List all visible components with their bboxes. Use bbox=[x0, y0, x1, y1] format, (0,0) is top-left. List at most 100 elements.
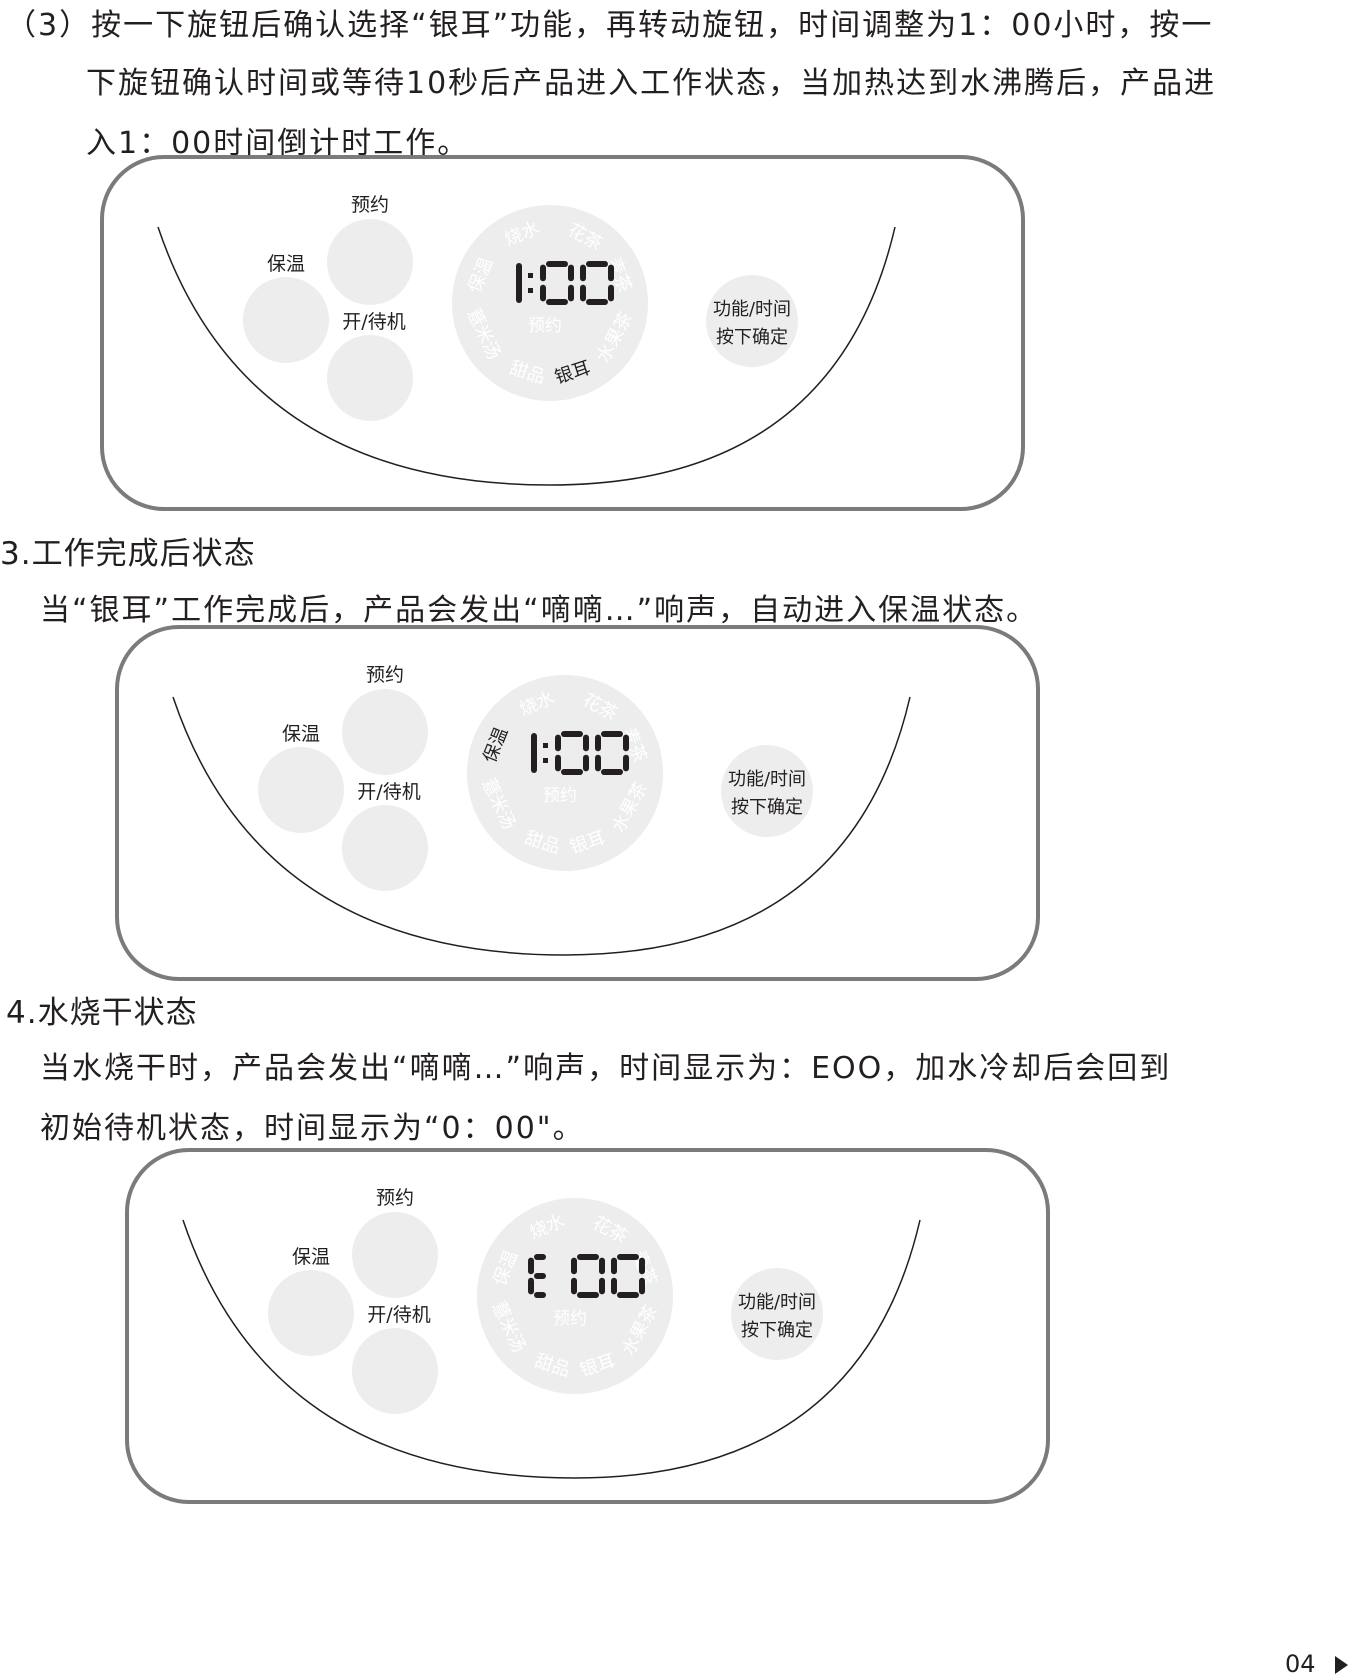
section-4-line-1: 当水烧干时，产品会发出“嘀嘀…”响声，时间显示为：EOO，加水冷却后会回到 bbox=[40, 1051, 1172, 1086]
function-time-knob[interactable] bbox=[731, 1268, 823, 1360]
segment-e bbox=[555, 754, 561, 772]
keep-warm-button-label: 保温 bbox=[282, 723, 320, 745]
segment-b bbox=[608, 264, 614, 282]
keep-warm-button[interactable] bbox=[243, 277, 329, 363]
step3-line-1: （3）按一下旋钮后确认选择“银耳”功能，再转动旋钮，时间调整为1：00小时，按一 bbox=[6, 8, 1214, 43]
segment-c bbox=[568, 284, 574, 302]
power-standby-button-label: 开/待机 bbox=[342, 311, 405, 333]
segment-one bbox=[516, 263, 522, 303]
colon-dot bbox=[543, 743, 548, 748]
center-reserve-indicator: 预约 bbox=[543, 786, 577, 806]
keep-warm-button-label: 保温 bbox=[267, 253, 305, 275]
knob-label-line-1: 功能/时间 bbox=[738, 1292, 816, 1313]
panel-frame bbox=[125, 1148, 1050, 1504]
segment-a bbox=[534, 1254, 546, 1260]
segment-g bbox=[534, 1273, 546, 1279]
segment-b bbox=[639, 1257, 645, 1275]
knob-label-line-1: 功能/时间 bbox=[713, 299, 791, 320]
knob-label-line-1: 功能/时间 bbox=[728, 769, 806, 790]
function-time-knob[interactable] bbox=[706, 275, 798, 367]
digital-display bbox=[531, 731, 629, 775]
section-4-title: 4.水烧干状态 bbox=[6, 995, 198, 1031]
segment-e bbox=[540, 284, 546, 302]
reserve-button[interactable] bbox=[352, 1212, 438, 1298]
colon-dot bbox=[528, 273, 533, 278]
segment-f bbox=[580, 264, 586, 282]
panel-drawing: 预约保温开/待机烧水花茶麦茶水果茶银耳甜品薏米汤保温预约功能/时间按下确定 bbox=[100, 155, 1025, 511]
power-standby-button-label: 开/待机 bbox=[357, 781, 420, 803]
center-reserve-indicator: 预约 bbox=[553, 1309, 587, 1329]
segment-a bbox=[617, 1254, 639, 1260]
reserve-button[interactable] bbox=[342, 689, 428, 775]
segment-f bbox=[611, 1257, 617, 1275]
segment-a bbox=[561, 731, 583, 737]
control-panel-2: 预约保温开/待机烧水花茶麦茶水果茶银耳甜品薏米汤保温预约功能/时间按下确定 bbox=[115, 625, 1040, 1005]
section-4-line-2: 初始待机状态，时间显示为“0：00"。 bbox=[40, 1111, 585, 1146]
function-time-knob[interactable] bbox=[721, 745, 813, 837]
segment-f bbox=[555, 734, 561, 752]
segment-a bbox=[601, 731, 623, 737]
segment-a bbox=[577, 1254, 599, 1260]
segment-b bbox=[623, 734, 629, 752]
digital-display bbox=[528, 1254, 645, 1298]
segment-d bbox=[561, 769, 583, 775]
panel-drawing: 预约保温开/待机烧水花茶麦茶水果茶银耳甜品薏米汤保温预约功能/时间按下确定 bbox=[115, 625, 1040, 981]
keep-warm-button[interactable] bbox=[268, 1270, 354, 1356]
colon-dot bbox=[543, 758, 548, 763]
knob-label-line-2: 按下确定 bbox=[731, 797, 803, 818]
segment-d bbox=[546, 299, 568, 305]
segment-f bbox=[528, 1257, 534, 1275]
center-reserve-indicator: 预约 bbox=[528, 316, 562, 336]
next-page-arrow-icon bbox=[1335, 1656, 1348, 1674]
segment-c bbox=[639, 1277, 645, 1295]
keep-warm-button[interactable] bbox=[258, 747, 344, 833]
panel-arc bbox=[172, 696, 911, 956]
knob-label-line-2: 按下确定 bbox=[716, 327, 788, 348]
reserve-button-label: 预约 bbox=[376, 1187, 414, 1209]
knob-label-line-2: 按下确定 bbox=[741, 1320, 813, 1341]
reserve-button[interactable] bbox=[327, 219, 413, 305]
panel-frame bbox=[100, 155, 1025, 511]
segment-f bbox=[571, 1257, 577, 1275]
segment-b bbox=[599, 1257, 605, 1275]
segment-e bbox=[595, 754, 601, 772]
function-dial bbox=[477, 1198, 673, 1394]
section-3-body: 当“银耳”工作完成后，产品会发出“嘀嘀…”响声，自动进入保温状态。 bbox=[40, 593, 1039, 628]
reserve-button-label: 预约 bbox=[351, 194, 389, 216]
segment-d bbox=[577, 1292, 599, 1298]
segment-f bbox=[595, 734, 601, 752]
power-standby-button[interactable] bbox=[327, 335, 413, 421]
power-standby-button-label: 开/待机 bbox=[367, 1304, 430, 1326]
keep-warm-button-label: 保温 bbox=[292, 1246, 330, 1268]
power-standby-button[interactable] bbox=[352, 1328, 438, 1414]
control-panel-1: 预约保温开/待机烧水花茶麦茶水果茶银耳甜品薏米汤保温预约功能/时间按下确定 bbox=[100, 155, 1025, 535]
segment-e bbox=[528, 1277, 534, 1295]
segment-d bbox=[586, 299, 608, 305]
segment-e bbox=[580, 284, 586, 302]
digital-display bbox=[516, 261, 614, 305]
segment-e bbox=[611, 1277, 617, 1295]
segment-c bbox=[623, 754, 629, 772]
colon-dot bbox=[528, 288, 533, 293]
segment-a bbox=[586, 261, 608, 267]
section-3-title: 3.工作完成后状态 bbox=[0, 536, 256, 572]
segment-d bbox=[601, 769, 623, 775]
segment-b bbox=[583, 734, 589, 752]
power-standby-button[interactable] bbox=[342, 805, 428, 891]
panel-frame bbox=[115, 625, 1040, 981]
segment-b bbox=[568, 264, 574, 282]
segment-a bbox=[546, 261, 568, 267]
step3-line-2: 下旋钮确认时间或等待10秒后产品进入工作状态，当加热达到水沸腾后，产品进 bbox=[86, 66, 1217, 101]
segment-d bbox=[534, 1292, 546, 1298]
segment-e bbox=[571, 1277, 577, 1295]
segment-c bbox=[608, 284, 614, 302]
page-number: 04 bbox=[1285, 1650, 1316, 1678]
segment-c bbox=[599, 1277, 605, 1295]
reserve-button-label: 预约 bbox=[366, 664, 404, 686]
segment-one bbox=[531, 733, 537, 773]
segment-d bbox=[617, 1292, 639, 1298]
segment-f bbox=[540, 264, 546, 282]
panel-arc bbox=[182, 1219, 921, 1479]
